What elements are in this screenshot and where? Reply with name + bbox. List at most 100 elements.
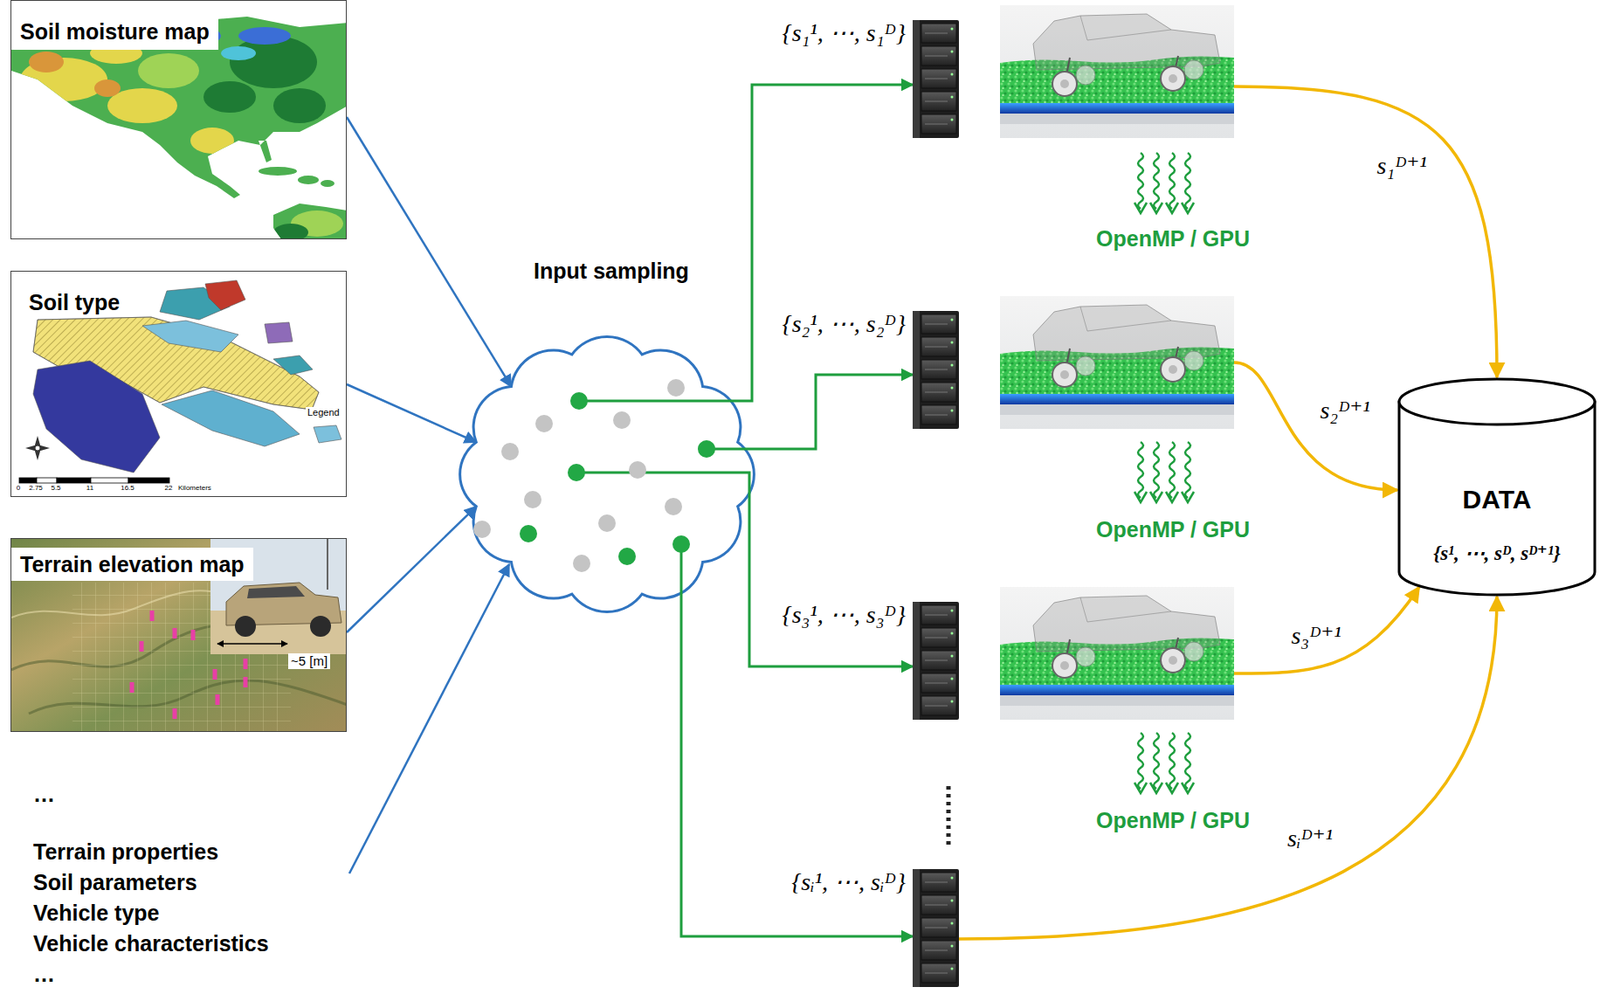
input-item: Soil parameters	[33, 868, 198, 896]
illustration-part	[921, 46, 957, 66]
connector-arrow	[958, 596, 1497, 939]
illustration-part	[142, 320, 239, 352]
illustration-part	[664, 497, 683, 516]
data-store: DATA{s¹, ⋯, sᴰ, sᴰ⁺¹}	[1397, 377, 1597, 597]
illustration-part	[473, 520, 491, 538]
illustration-part	[618, 547, 636, 566]
illustration-part	[921, 895, 957, 915]
ellipsis: …	[33, 960, 56, 987]
server-node: {s₃¹, ⋯, s₃ᴰ}	[912, 601, 959, 720]
connector-arrow	[1234, 362, 1398, 490]
illustration-part	[460, 336, 755, 612]
server-node: {sᵢ¹, ⋯, sᵢᴰ}	[912, 868, 959, 987]
map-panel: Soil type	[10, 270, 347, 497]
illustration-part	[28, 51, 64, 73]
server-node: {s₂¹, ⋯, s₂ᴰ}	[912, 310, 959, 429]
illustration-part	[924, 101, 948, 103]
illustration-part	[912, 868, 959, 987]
edge-label: s₂ᴰ⁺¹	[1317, 395, 1373, 426]
sampling-cloud: Input sampling	[448, 326, 766, 622]
illustration-part	[951, 386, 954, 390]
sample-set: {s₁¹, ⋯, s₁ᴰ}	[782, 18, 906, 49]
illustration-part	[921, 114, 957, 134]
illustration-part	[90, 477, 129, 483]
sample-set: {sᵢ¹, ⋯, sᵢᴰ}	[791, 867, 906, 897]
illustration-part	[667, 379, 685, 397]
illustration-part	[1168, 74, 1178, 83]
input-item: Vehicle type	[33, 899, 160, 926]
illustration-part	[570, 392, 588, 410]
illustration-part	[567, 463, 586, 482]
panel-title: Soil moisture map	[11, 13, 219, 50]
map-panel: Terrain elevation map	[10, 537, 347, 732]
illustration-part	[951, 655, 954, 658]
illustration-part	[273, 223, 309, 240]
connector-arrow	[346, 506, 476, 633]
vehicle-simulation	[1000, 5, 1235, 138]
connector-arrow	[1234, 86, 1497, 378]
illustration-part	[921, 605, 957, 625]
illustration-part	[921, 68, 957, 89]
illustration-part	[1184, 60, 1204, 80]
compute-label: OpenMP / GPU	[1096, 225, 1250, 252]
illustration-part	[921, 872, 957, 892]
illustration-part	[924, 369, 948, 371]
illustration-part	[921, 940, 957, 960]
illustration-part	[951, 27, 954, 31]
illustration-part	[1184, 351, 1204, 371]
server-rack	[912, 20, 959, 138]
input-arrow	[349, 564, 510, 874]
illustration-part	[951, 409, 954, 413]
input-item: Terrain properties	[33, 838, 219, 865]
illustration-part	[1399, 401, 1595, 595]
illustration-part	[1060, 370, 1069, 380]
illustration-part	[1000, 296, 1235, 429]
illustration-part	[213, 668, 218, 680]
illustration-part	[924, 927, 948, 929]
sampling-cloud-shape	[448, 326, 766, 622]
illustration-part	[33, 360, 160, 473]
illustration-part	[951, 876, 954, 880]
scale-number: 0	[16, 483, 21, 493]
illustration-part	[191, 629, 196, 641]
illustration-part	[951, 677, 954, 681]
illustration-part	[139, 641, 145, 652]
illustration-part	[924, 637, 948, 639]
illustration-part	[924, 705, 948, 707]
illustration-part	[1052, 362, 1077, 387]
illustration-part	[190, 127, 235, 154]
illustration-part	[34, 445, 41, 451]
illustration-part	[313, 425, 342, 443]
illustration-part	[535, 414, 553, 433]
illustration-part	[273, 88, 326, 124]
illustration-part	[697, 440, 716, 458]
illustration-part	[628, 461, 647, 479]
scale-number: 2.75	[28, 483, 43, 493]
scale-number: 5.5	[50, 483, 61, 493]
connector-arrow	[346, 384, 476, 442]
illustration-part	[951, 364, 954, 367]
illustration-part	[203, 81, 256, 113]
illustration-part	[924, 55, 948, 57]
illustration-part	[1060, 661, 1069, 670]
illustration-part	[1160, 357, 1186, 382]
illustration-part	[951, 609, 954, 613]
illustration-part	[1399, 379, 1595, 425]
server-rack	[912, 601, 959, 720]
illustration-part	[921, 23, 957, 43]
illustration-part	[924, 882, 948, 883]
illustration-part	[921, 696, 957, 716]
illustration-part	[951, 899, 954, 903]
illustration-part	[1168, 365, 1178, 374]
illustration-part	[1160, 66, 1186, 91]
store-title: DATA	[1462, 483, 1532, 516]
server-rack	[912, 310, 959, 429]
illustration-part	[1000, 113, 1235, 125]
illustration-part	[912, 601, 959, 720]
illustration-part	[36, 477, 57, 483]
illustration-part	[19, 477, 170, 483]
illustration-part	[11, 0, 347, 240]
dimension: ~5 [m]	[288, 653, 331, 669]
simulation-node: OpenMP / GPU	[1000, 586, 1235, 720]
illustration-part	[924, 614, 948, 616]
